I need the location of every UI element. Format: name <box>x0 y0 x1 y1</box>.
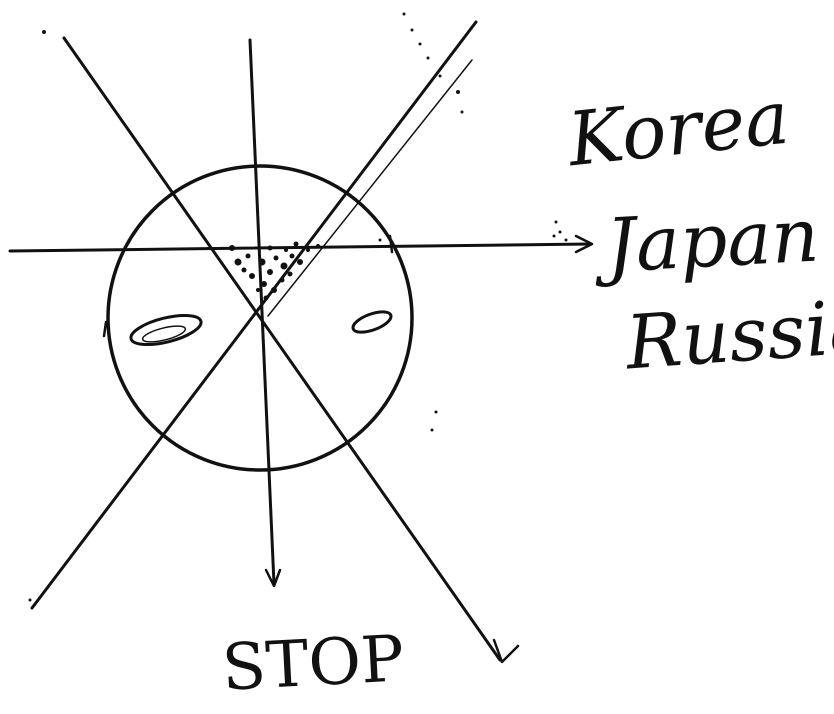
left-oval <box>128 310 204 351</box>
label-stop: STOP <box>220 627 405 700</box>
diagonal-line-ascending-double <box>268 60 472 316</box>
left-tick <box>104 322 106 336</box>
label-korea: Korea <box>565 81 793 178</box>
diagonal-line-descending <box>64 38 500 660</box>
top-right-tick <box>390 236 392 252</box>
label-japan: Japan <box>604 198 821 283</box>
label-russia: Russia <box>624 289 834 380</box>
horizontal-line <box>10 244 590 251</box>
right-oval <box>350 308 393 337</box>
